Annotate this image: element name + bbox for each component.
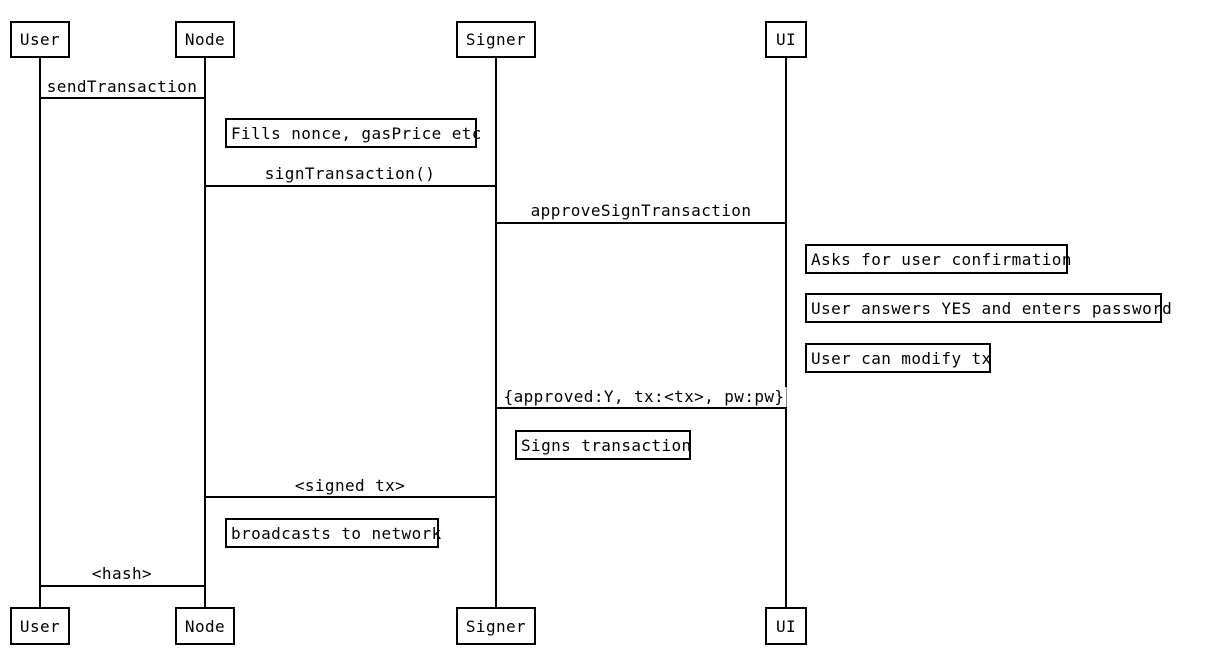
note-signs-transaction: Signs transaction bbox=[515, 430, 691, 460]
note-broadcasts: broadcasts to network bbox=[225, 518, 441, 548]
note-fills-nonce: Fills nonce, gasPrice etc bbox=[225, 118, 481, 148]
note-asks-confirmation: Asks for user confirmation bbox=[805, 244, 1071, 274]
message-line-hash bbox=[39, 585, 206, 587]
lifeline-user bbox=[39, 58, 41, 607]
actor-user-top: User bbox=[10, 21, 70, 58]
lifeline-signer bbox=[495, 58, 497, 607]
message-label-hash: <hash> bbox=[89, 564, 155, 584]
actor-node-bottom: Node bbox=[175, 607, 235, 645]
actor-signer-bottom: Signer bbox=[456, 607, 536, 645]
message-label-send-transaction: sendTransaction bbox=[44, 77, 200, 97]
message-label-sign-transaction: signTransaction() bbox=[262, 164, 438, 184]
actor-signer-top: Signer bbox=[456, 21, 536, 58]
message-line-approve-sign-transaction bbox=[495, 222, 787, 224]
message-line-send-transaction bbox=[39, 97, 206, 99]
actor-user-bottom: User bbox=[10, 607, 70, 645]
lifeline-ui bbox=[785, 58, 787, 607]
message-label-approve-sign-transaction: approveSignTransaction bbox=[528, 201, 754, 221]
actor-node-top: Node bbox=[175, 21, 235, 58]
message-line-signed-tx bbox=[204, 496, 497, 498]
message-line-approved-payload bbox=[495, 407, 787, 409]
actor-ui-top: UI bbox=[765, 21, 807, 58]
lifeline-node bbox=[204, 58, 206, 607]
message-line-sign-transaction bbox=[204, 185, 497, 187]
note-user-answers-yes: User answers YES and enters password bbox=[805, 293, 1172, 323]
actor-ui-bottom: UI bbox=[765, 607, 807, 645]
note-user-can-modify: User can modify tx bbox=[805, 343, 991, 373]
message-label-signed-tx: <signed tx> bbox=[292, 476, 408, 496]
message-label-approved-payload: {approved:Y, tx:<tx>, pw:pw} bbox=[501, 387, 787, 407]
